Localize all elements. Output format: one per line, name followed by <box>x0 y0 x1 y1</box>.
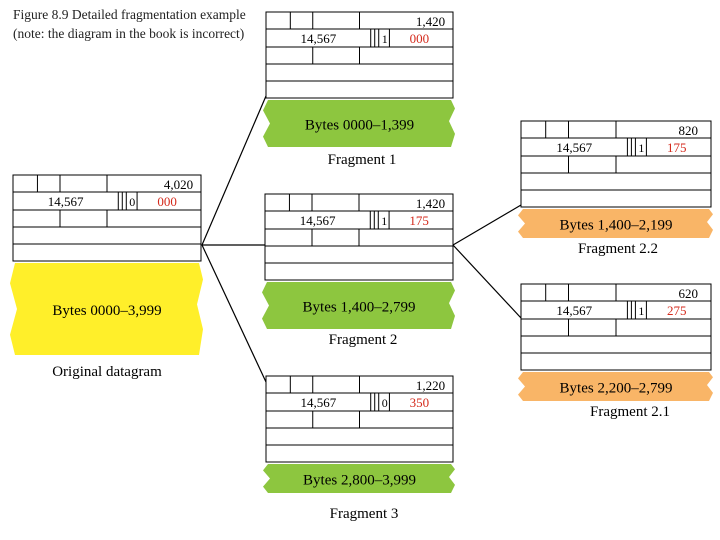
connector-line-1 <box>201 95 267 246</box>
payload-band <box>262 282 455 329</box>
identification-value: 14,567 <box>300 213 336 228</box>
payload-band <box>263 464 455 493</box>
total-length-value: 1,420 <box>416 14 445 29</box>
more-fragments-flag: 0 <box>129 195 135 209</box>
fragment-offset-value: 350 <box>410 395 430 410</box>
fragment-offset-value: 000 <box>410 31 430 46</box>
identification-value: 14,567 <box>556 140 592 155</box>
connector-line-3 <box>201 244 267 383</box>
fragment-offset-value: 275 <box>667 303 687 318</box>
datagram-label: Original datagram <box>52 364 162 380</box>
payload-band <box>263 100 455 147</box>
payload-band <box>518 209 713 238</box>
payload-range-label: Bytes 2,800–3,999 <box>303 473 416 489</box>
fragment-offset-value: 175 <box>667 140 687 155</box>
payload-range-label: Bytes 0000–1,399 <box>305 118 414 134</box>
identification-value: 14,567 <box>300 395 336 410</box>
datagram-label: Fragment 1 <box>328 152 397 168</box>
identification-value: 14,567 <box>556 303 592 318</box>
payload-band <box>10 263 203 355</box>
fragment-offset-value: 175 <box>409 213 429 228</box>
payload-range-label: Bytes 1,400–2,199 <box>560 218 673 234</box>
more-fragments-flag: 1 <box>381 214 387 228</box>
datagram-label: Fragment 2 <box>329 332 398 348</box>
connector-line-4 <box>452 204 522 246</box>
payload-band <box>518 372 713 401</box>
total-length-value: 820 <box>678 123 698 138</box>
figure-caption: Figure 8.9 Detailed fragmentation exampl… <box>13 7 246 41</box>
payload-range-label: Bytes 2,200–2,799 <box>560 381 673 397</box>
more-fragments-flag: 0 <box>382 396 388 410</box>
total-length-value: 620 <box>678 286 698 301</box>
more-fragments-flag: 1 <box>638 141 644 155</box>
total-length-value: 1,420 <box>416 196 445 211</box>
more-fragments-flag: 1 <box>638 304 644 318</box>
payload-range-label: Bytes 0000–3,999 <box>52 303 161 319</box>
more-fragments-flag: 1 <box>382 32 388 46</box>
datagram-label: Fragment 3 <box>330 506 399 522</box>
fragment-offset-value: 000 <box>157 194 177 209</box>
datagram-label: Fragment 2.2 <box>578 241 658 257</box>
connector-line-5 <box>452 244 522 319</box>
datagram-label: Fragment 2.1 <box>590 404 670 420</box>
payload-range-label: Bytes 1,400–2,799 <box>303 300 416 316</box>
total-length-value: 1,220 <box>416 378 445 393</box>
total-length-value: 4,020 <box>164 177 193 192</box>
identification-value: 14,567 <box>300 31 336 46</box>
identification-value: 14,567 <box>48 194 84 209</box>
